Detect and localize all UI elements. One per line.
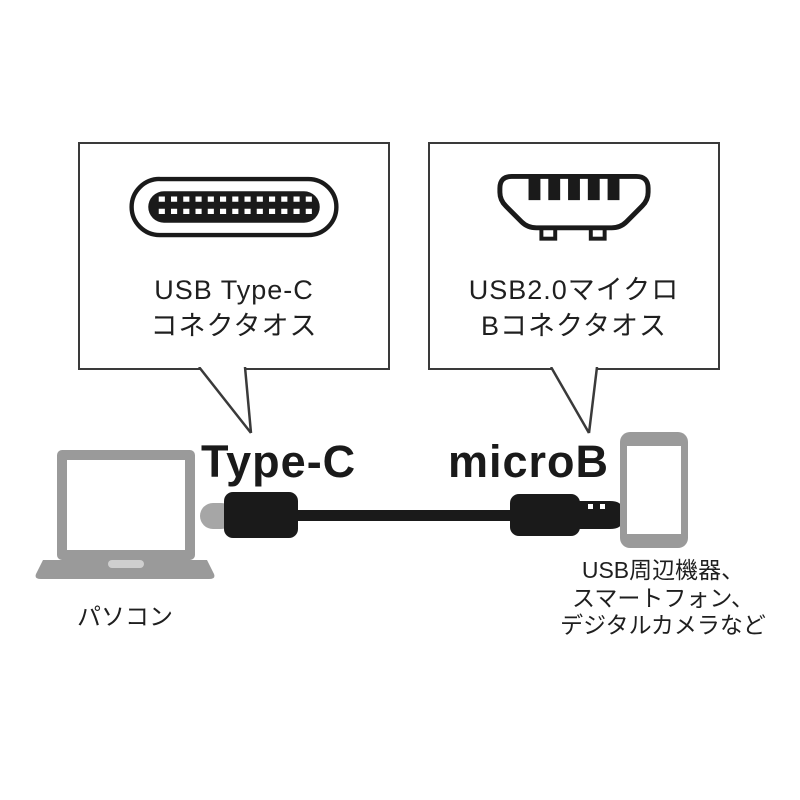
devices-caption-line3: デジタルカメラなど bbox=[560, 612, 766, 638]
usb-micro-b-connector-icon bbox=[497, 173, 651, 241]
laptop-icon bbox=[35, 450, 215, 579]
devices-caption-line2: スマートフォン、 bbox=[572, 584, 754, 611]
laptop-touchpad-notch bbox=[108, 560, 144, 568]
cable-line bbox=[293, 510, 515, 521]
smartphone-icon bbox=[620, 432, 688, 548]
usb-type-c-connector-icon bbox=[129, 176, 339, 238]
callout-type-c-line2: コネクタオス bbox=[150, 311, 318, 341]
callout-micro-b-line2: Bコネクタオス bbox=[481, 311, 667, 341]
micro-b-label: microB bbox=[448, 436, 610, 487]
type-c-plug-icon bbox=[200, 492, 298, 538]
type-c-label: Type-C bbox=[201, 436, 357, 487]
callout-text-micro-b: USB2.0マイクロ Bコネクタオス bbox=[428, 272, 720, 344]
usb-cable-icon bbox=[200, 492, 622, 538]
callout-pointer-left-icon bbox=[198, 367, 253, 434]
callout-type-c-line1: USB Type-C bbox=[154, 275, 314, 305]
callout-micro-b-line1: USB2.0マイクロ bbox=[468, 275, 680, 305]
devices-caption-line1: USB周辺機器、 bbox=[581, 557, 745, 583]
computer-caption: パソコン bbox=[77, 604, 173, 631]
devices-caption: USB周辺機器、 スマートフォン、 デジタルカメラなど bbox=[533, 557, 793, 640]
callout-pointer-right-icon bbox=[549, 367, 599, 434]
micro-b-plug-icon bbox=[510, 494, 622, 536]
callout-text-type-c: USB Type-C コネクタオス bbox=[78, 272, 390, 344]
